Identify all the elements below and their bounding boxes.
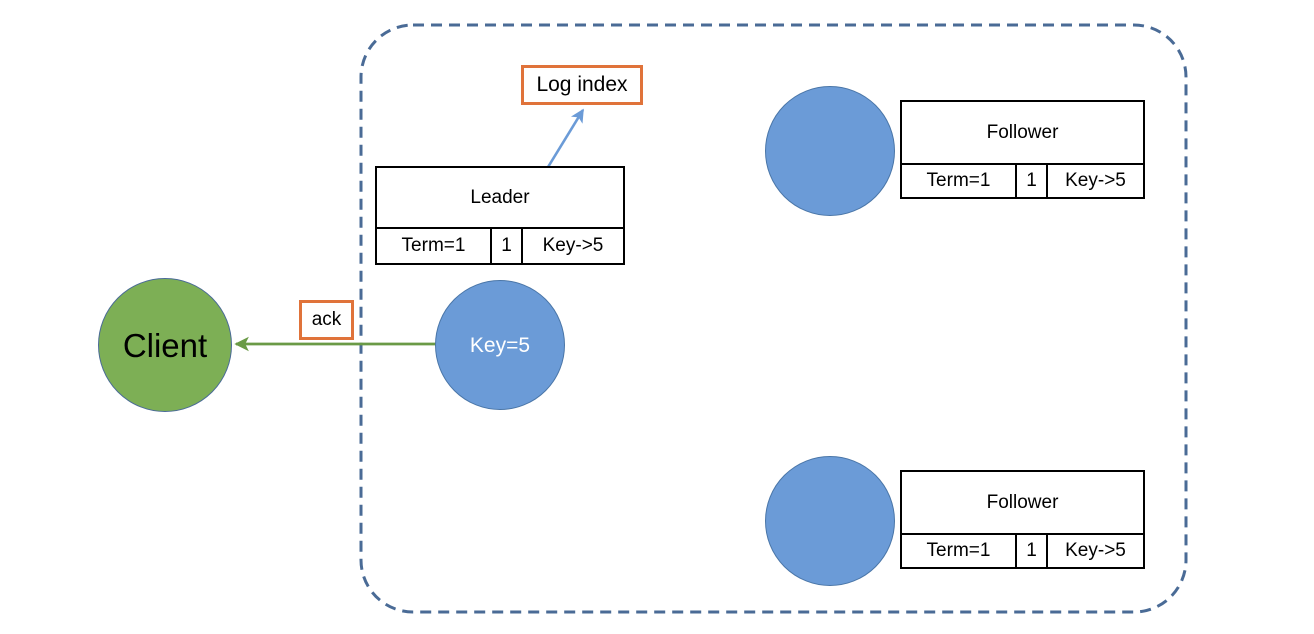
ack-annotation: ack: [299, 300, 354, 340]
client-label: Client: [122, 326, 208, 364]
log-index-annotation-label: Log index: [536, 73, 628, 96]
follower-term-cell-2: Term=1: [902, 535, 1017, 567]
leader-log-entry-row: Term=1 1 Key->5: [377, 229, 623, 263]
follower-log-entry-row-1: Term=1 1 Key->5: [902, 165, 1143, 197]
follower-log-index-cell-1: 1: [1017, 165, 1048, 197]
leader-log-value-cell: Key->5: [542, 235, 604, 256]
leader-node[interactable]: Key=5: [435, 280, 565, 410]
follower-log-value-cell-1: Key->5: [1065, 170, 1126, 191]
follower-role-label-1: Follower: [902, 102, 1143, 165]
follower-log-table-2: Follower Term=1 1 Key->5: [900, 470, 1145, 569]
follower-node-2[interactable]: [765, 456, 895, 586]
follower-log-entry-row-2: Term=1 1 Key->5: [902, 535, 1143, 567]
follower-node-1[interactable]: [765, 86, 895, 216]
leader-log-index-cell: 1: [492, 229, 523, 263]
leader-term-cell: Term=1: [377, 229, 492, 263]
follower-role-label-2: Follower: [902, 472, 1143, 535]
ack-annotation-label: ack: [311, 309, 342, 330]
leader-log-table: Leader Term=1 1 Key->5: [375, 166, 625, 265]
follower-term-cell-1: Term=1: [902, 165, 1017, 197]
leader-role-label: Leader: [377, 168, 623, 229]
follower-log-table-1: Follower Term=1 1 Key->5: [900, 100, 1145, 199]
follower-log-value-cell-2: Key->5: [1065, 540, 1126, 561]
log-index-annotation: Log index: [521, 65, 643, 105]
leader-node-label: Key=5: [469, 333, 531, 357]
client-node[interactable]: Client: [98, 278, 232, 412]
follower-log-index-cell-2: 1: [1017, 535, 1048, 567]
